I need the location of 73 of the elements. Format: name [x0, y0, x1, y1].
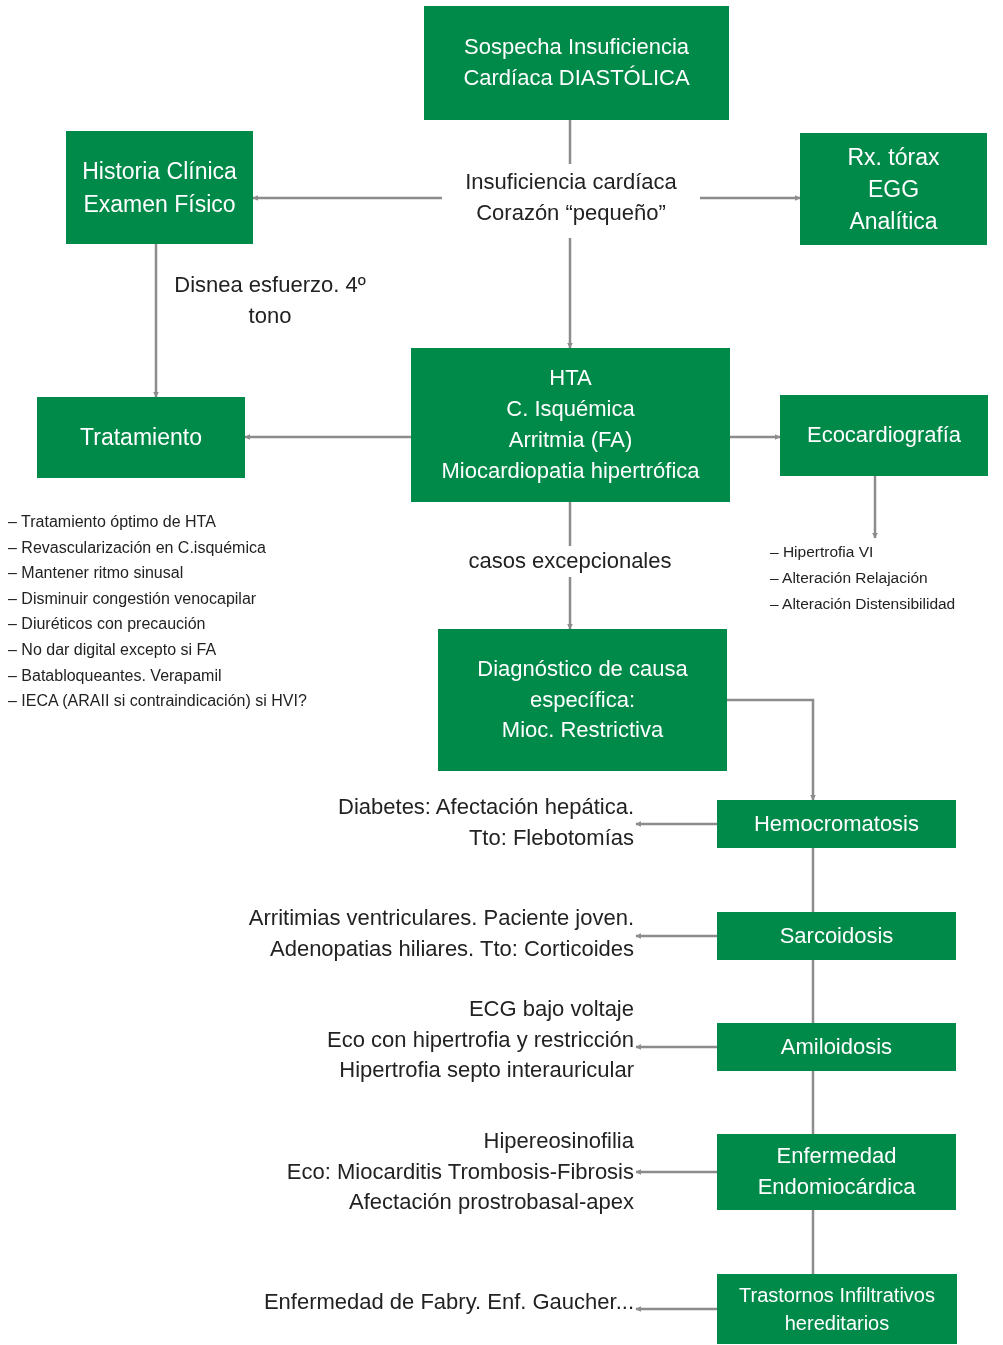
- box-text: Hemocromatosis: [753, 809, 919, 838]
- list-item-text: – Hipertrofia VI: [770, 542, 874, 562]
- list-item-text: – No dar digital excepto si FA: [8, 640, 217, 660]
- annotation-text: Enfermedad de Fabry. Enf. Gaucher...: [263, 1287, 634, 1316]
- list-item-text: – Alteración Distensibilidad: [770, 594, 956, 614]
- process-box: [424, 6, 729, 120]
- box-text: Tratamiento: [80, 423, 202, 453]
- arrow: [730, 434, 781, 440]
- process-box: [411, 348, 730, 502]
- list-item-text: – Disminuir congestión venocapilar: [8, 588, 257, 609]
- process-box: [717, 912, 956, 960]
- annotation-text: Afectación prostrobasal-apex: [349, 1188, 634, 1217]
- connector-line: [811, 848, 815, 912]
- annotation-text: Eco: Miocarditis Trombosis-Fibrosis: [286, 1157, 634, 1186]
- box-text: Trastornos Infiltrativos hereditarios: [738, 1283, 936, 1336]
- box-text: Diagnóstico de causa específica:: [476, 654, 689, 714]
- arrow: [244, 434, 411, 440]
- box-text: Amiloidosis: [780, 1032, 893, 1061]
- connector-line: [811, 960, 815, 1023]
- box-text: EGG: [867, 174, 920, 204]
- box-text: Historia Clínica: [82, 157, 237, 187]
- list-item-text: – Batabloqueantes. Verapamil: [8, 665, 222, 686]
- box-text: Analítica: [849, 207, 938, 237]
- list-item-text: – Revascularización en C.isquémica: [8, 537, 266, 558]
- process-box: [717, 1274, 957, 1344]
- arrow: [872, 476, 878, 539]
- connector-line: [811, 1210, 815, 1274]
- list-item-text: – Mantener ritmo sinusal: [8, 563, 184, 584]
- process-box: [780, 395, 988, 476]
- box-text: Sarcoidosis: [779, 921, 894, 950]
- box-text: Ecocardiografía: [806, 421, 962, 450]
- arrow: [727, 698, 816, 801]
- arrow: [635, 1169, 717, 1175]
- arrow: [153, 244, 159, 398]
- arrow: [635, 1306, 717, 1312]
- connector-line: [568, 120, 572, 164]
- box-text: C. Isquémica: [506, 395, 635, 424]
- box-text: Miocardiopatia hipertrófica: [441, 456, 700, 485]
- process-box: [438, 629, 727, 771]
- annotation-text: Hipertrofia septo interauricular: [339, 1056, 634, 1085]
- box-text: Examen Físico: [83, 189, 236, 219]
- process-box: [37, 397, 245, 478]
- annotation-text: Diabetes: Afectación hepática.: [338, 793, 634, 822]
- box-text: Sospecha Insuficiencia Cardíaca DIASTÓLICA: [462, 33, 691, 92]
- list-item-text: – Alteración Relajación: [770, 568, 928, 588]
- process-box: [717, 1023, 956, 1071]
- annotation-text: Insuficiencia cardíaca: [465, 168, 677, 197]
- box-text: HTA: [549, 364, 592, 393]
- annotation-text: Tto: Flebotomías: [468, 824, 634, 852]
- annotation-text: Adenopatias hiliares. Tto: Corticoides: [270, 935, 634, 963]
- process-box: [717, 1134, 956, 1210]
- box-text: Mioc. Restrictiva: [501, 716, 664, 745]
- annotation-text: Arritimias ventriculares. Paciente joven.: [248, 904, 634, 933]
- process-box: [717, 800, 956, 848]
- arrow: [635, 1044, 717, 1050]
- box-text: Rx. tórax: [847, 142, 940, 172]
- arrow: [567, 238, 573, 349]
- arrow: [700, 195, 801, 201]
- annotation-text: Hipereosinofilia: [483, 1126, 634, 1155]
- process-box: [800, 133, 987, 245]
- arrow: [635, 821, 717, 827]
- arrow: [635, 933, 717, 939]
- box-text: Arritmia (FA): [508, 426, 633, 454]
- process-box: [66, 131, 253, 244]
- annotation-text: Eco con hipertrofia y restricción: [327, 1025, 634, 1054]
- list-item-text: – IECA (ARAII si contraindicación) si HVI?: [8, 691, 307, 712]
- annotation-text: Corazón “pequeño”: [476, 199, 666, 227]
- list-item-text: – Tratamiento óptimo de HTA: [8, 512, 216, 532]
- arrow: [252, 195, 442, 201]
- annotation-text: ECG bajo voltaje: [468, 994, 634, 1023]
- box-text: Enfermedad Endomiocárdica: [756, 1142, 917, 1201]
- list-item-text: – Diuréticos con precaución: [8, 614, 206, 635]
- connector-line: [811, 1071, 815, 1134]
